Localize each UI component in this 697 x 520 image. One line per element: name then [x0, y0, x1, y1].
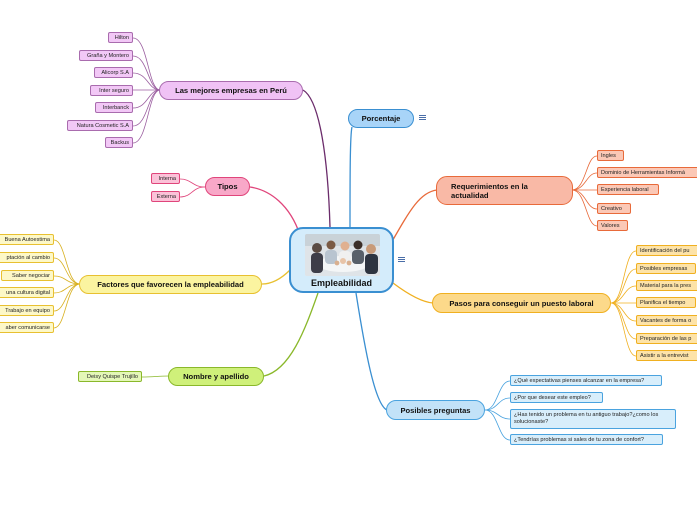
- topic-tipos[interactable]: Tipos: [205, 177, 250, 196]
- leaf-empresa[interactable]: Hilton: [108, 32, 133, 43]
- leaf-paso[interactable]: Posibles empresas: [636, 263, 696, 274]
- link-requerimientos: [389, 189, 438, 246]
- link-pasos: [392, 282, 434, 304]
- leaf-requerimiento[interactable]: Experiencia laboral: [597, 184, 659, 195]
- link-porcentaje: [349, 126, 353, 228]
- central-topic-title: Empleabilidad: [310, 278, 372, 288]
- leaf-tipo[interactable]: Interna: [151, 173, 180, 184]
- topic-preguntas[interactable]: Posibles preguntas: [386, 400, 485, 420]
- topic-label: Las mejores empresas en Perú: [175, 86, 287, 95]
- link-tipos: [249, 186, 301, 236]
- leaf-tipo[interactable]: Externa: [151, 191, 180, 202]
- topic-label: Pasos para conseguir un puesto laboral: [449, 298, 594, 308]
- leaf-factor[interactable]: ptación al cambio: [0, 252, 54, 263]
- notes-icon[interactable]: [417, 113, 427, 122]
- leaf-requerimiento[interactable]: Valores: [597, 220, 628, 231]
- topic-label: Factores que favorecen la empleabilidad: [97, 280, 244, 289]
- topic-nombre[interactable]: Nombre y apellido: [168, 367, 264, 386]
- topic-requerimientos[interactable]: Requerimientos en la actualidad: [436, 176, 573, 205]
- link-factores: [261, 269, 291, 285]
- leaf-empresa[interactable]: Alicorp S.A: [94, 67, 133, 78]
- leaf-empresa[interactable]: Natura Cosmetic S.A: [67, 120, 133, 131]
- leaf-pregunta[interactable]: ¿Has tenido un problema en tu antiguo tr…: [510, 409, 676, 429]
- leaf-pregunta[interactable]: ¿Qué expectativas pienses alcanzar en la…: [510, 375, 662, 386]
- notes-icon[interactable]: [396, 255, 406, 264]
- leaf-factor[interactable]: una cultura digital: [0, 287, 54, 298]
- topic-pasos[interactable]: Pasos para conseguir un puesto laboral: [432, 293, 611, 313]
- leaf-factor[interactable]: Trabajo en equipo: [0, 305, 54, 316]
- link-preguntas: [355, 292, 388, 411]
- leaf-requerimiento[interactable]: Creativo: [597, 203, 631, 214]
- leaf-paso[interactable]: Asistir a la entrevist: [636, 350, 697, 361]
- leaf-factor[interactable]: Buena Autoestima: [0, 234, 54, 245]
- link-nombre: [263, 292, 319, 377]
- leaf-requerimiento[interactable]: Dominio de Herramientas Informá: [597, 167, 697, 178]
- link-mejores-empresas: [302, 89, 331, 228]
- leaf-factor[interactable]: Saber negociar: [1, 270, 54, 281]
- leaf-empresa[interactable]: Backus: [105, 137, 133, 148]
- topic-label: Porcentaje: [361, 114, 401, 123]
- leaf-empresa[interactable]: Graña y Montero: [79, 50, 133, 61]
- leaf-paso[interactable]: Material para la pres: [636, 280, 697, 291]
- topic-mejores-empresas[interactable]: Las mejores empresas en Perú: [159, 81, 303, 100]
- leaf-paso[interactable]: Preparación de las p: [636, 333, 697, 344]
- topic-label: Nombre y apellido: [183, 372, 249, 381]
- leaf-pregunta[interactable]: ¿Tendrías problemas si sales de tu zona …: [510, 434, 663, 445]
- central-topic[interactable]: Empleabilidad: [289, 227, 394, 293]
- topic-label: Posibles preguntas: [400, 405, 471, 415]
- topic-label: Tipos: [217, 182, 238, 191]
- leaf-paso[interactable]: Vacantes de forma o: [636, 315, 697, 326]
- leaf-paso[interactable]: Planifica el tiempo: [636, 297, 696, 308]
- leaf-pregunta[interactable]: ¿Por que desear este empleo?: [510, 392, 603, 403]
- team-photo-icon: [305, 234, 380, 276]
- leaf-requerimiento[interactable]: Ingles: [597, 150, 624, 161]
- leaf-empresa[interactable]: Interbanck: [95, 102, 133, 113]
- team-photo-image: [305, 234, 380, 276]
- leaf-nombre[interactable]: Deisy Quispe Trujillo: [78, 371, 142, 382]
- leaf-paso[interactable]: Identificación del pu: [636, 245, 697, 256]
- leaf-empresa[interactable]: Inter seguro: [90, 85, 133, 96]
- topic-porcentaje[interactable]: Porcentaje: [348, 109, 414, 128]
- topic-label: Requerimientos en la actualidad: [451, 181, 528, 200]
- leaf-factor[interactable]: aber comunicarse: [0, 322, 54, 333]
- topic-factores[interactable]: Factores que favorecen la empleabilidad: [79, 275, 262, 294]
